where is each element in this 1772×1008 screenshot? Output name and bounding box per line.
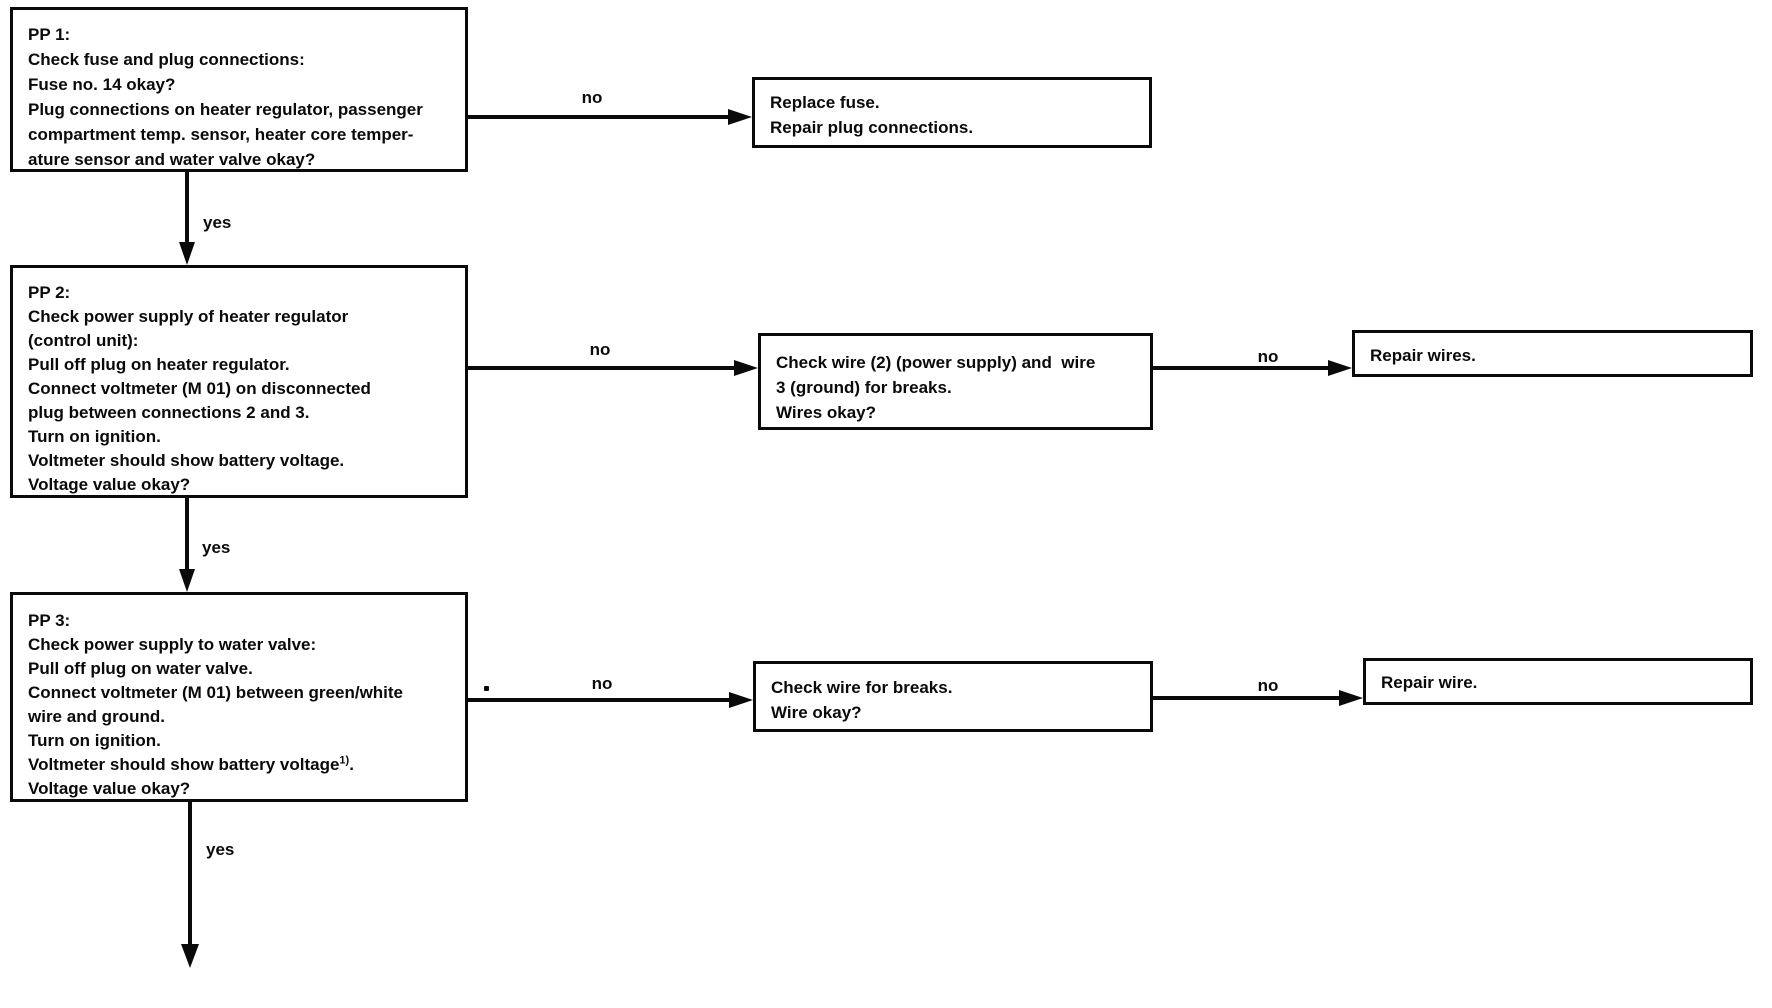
pp1-line: ature sensor and water valve okay? <box>28 150 316 169</box>
edge-label-no-1: no <box>581 88 603 107</box>
pp2-title: PP 2: <box>28 283 71 302</box>
arrow-pp3-no <box>468 692 753 708</box>
arrow-pp2-no <box>468 360 758 376</box>
pp2-line: Voltage value okay? <box>28 475 191 494</box>
node-replace-fuse: Replace fuse. Repair plug connections. <box>752 77 1152 148</box>
edge-label-yes-3: yes <box>206 840 235 859</box>
check-wires-line: 3 (ground) for breaks. <box>776 378 952 397</box>
pp2-line: plug between connections 2 and 3. <box>28 403 310 422</box>
arrow-check-wires-no <box>1153 360 1352 376</box>
node-repair-wires: Repair wires. <box>1352 330 1753 377</box>
edge-label-no-2a: no <box>589 340 611 359</box>
scan-artifact-dot <box>484 686 489 691</box>
replace-fuse-line: Repair plug connections. <box>770 118 974 137</box>
pp1-line: Check fuse and plug connections: <box>28 50 305 69</box>
arrow-pp1-no <box>468 109 752 125</box>
pp2-line: Pull off plug on heater regulator. <box>28 355 290 374</box>
pp3-voltage-text: Voltmeter should show battery voltage <box>28 755 340 774</box>
arrow-check-wire-no <box>1153 690 1363 706</box>
pp3-line: Connect voltmeter (M 01) between green/w… <box>28 683 404 702</box>
arrow-pp3-yes <box>181 802 199 968</box>
pp1-line: compartment temp. sensor, heater core te… <box>28 125 414 144</box>
repair-wire-line: Repair wire. <box>1381 673 1478 692</box>
arrow-pp2-yes <box>179 498 195 592</box>
node-pp2: PP 2: Check power supply of heater regul… <box>10 265 468 498</box>
pp3-line: Check power supply to water valve: <box>28 635 317 654</box>
check-wires-line: Wires okay? <box>776 403 876 422</box>
pp2-line: Turn on ignition. <box>28 427 161 446</box>
pp1-title: PP 1: <box>28 25 71 44</box>
pp3-line: wire and ground. <box>28 707 165 726</box>
edge-label-no-2b: no <box>1257 347 1279 366</box>
pp3-line-voltage: Voltmeter should show battery voltage1). <box>28 753 465 777</box>
check-wire-line: Check wire for breaks. <box>771 678 953 697</box>
check-wire-line: Wire okay? <box>771 703 862 722</box>
pp1-line: Fuse no. 14 okay? <box>28 75 176 94</box>
repair-wires-line: Repair wires. <box>1370 346 1476 365</box>
pp2-line: Connect voltmeter (M 01) on disconnected <box>28 379 371 398</box>
pp3-line: Pull off plug on water valve. <box>28 659 253 678</box>
node-pp1: PP 1: Check fuse and plug connections: F… <box>10 7 468 172</box>
pp1-line: Plug connections on heater regulator, pa… <box>28 100 423 119</box>
check-wires-line: Check wire (2) (power supply) and wire <box>776 353 1096 372</box>
node-check-wires: Check wire (2) (power supply) and wire 3… <box>758 333 1153 430</box>
replace-fuse-line: Replace fuse. <box>770 93 880 112</box>
edge-label-no-3a: no <box>591 674 613 693</box>
edge-label-yes-2: yes <box>202 538 231 557</box>
node-pp3: PP 3: Check power supply to water valve:… <box>10 592 468 802</box>
pp2-line: Voltmeter should show battery voltage. <box>28 451 345 470</box>
edge-label-no-3b: no <box>1257 676 1279 695</box>
arrow-pp1-yes <box>179 172 195 265</box>
edge-label-yes-1: yes <box>203 213 232 232</box>
node-check-wire: Check wire for breaks. Wire okay? <box>753 661 1153 732</box>
footnote-marker: 1) <box>339 754 350 767</box>
pp3-line: Voltage value okay? <box>28 779 191 798</box>
pp2-line: (control unit): <box>28 331 139 350</box>
node-repair-wire: Repair wire. <box>1363 658 1753 705</box>
pp3-title: PP 3: <box>28 611 71 630</box>
pp3-voltage-period: . <box>349 755 354 774</box>
pp3-line: Turn on ignition. <box>28 731 161 750</box>
pp2-line: Check power supply of heater regulator <box>28 307 349 326</box>
